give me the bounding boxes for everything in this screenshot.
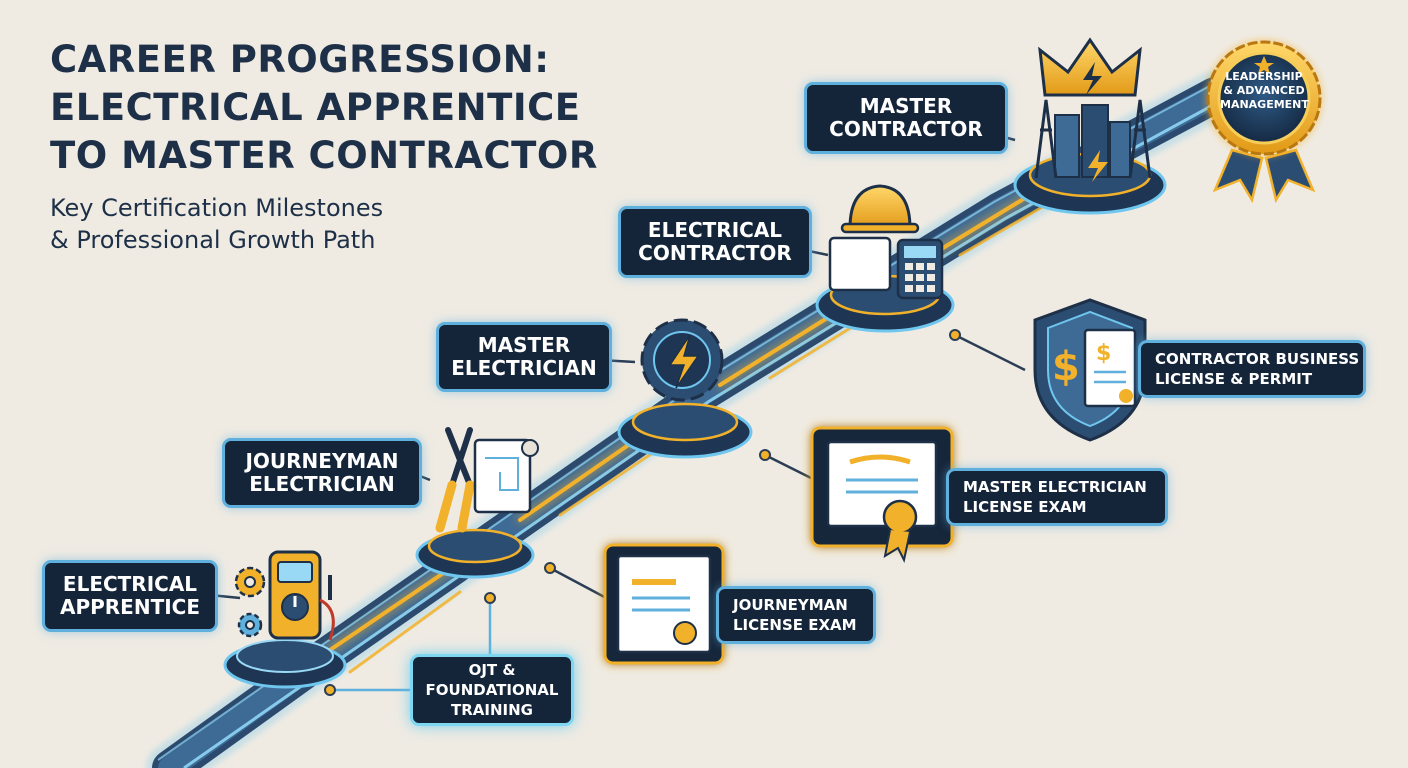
multimeter-icon [268, 550, 335, 641]
certificate-icon [810, 426, 954, 563]
crown-icon [1038, 37, 1142, 97]
pliers-icon [435, 427, 475, 533]
calculator-icon [828, 236, 944, 300]
platform-apprentice [223, 639, 347, 689]
gear-icon [234, 566, 266, 638]
page-title: CAREER PROGRESSION: ELECTRICAL APPRENTIC… [50, 38, 598, 177]
svg-text:$: $ [1096, 341, 1111, 366]
lightning-gear-icon [640, 318, 724, 402]
diploma-icon [603, 543, 725, 665]
ribbon-badge-icon [1204, 38, 1324, 204]
city-power-icon [1034, 99, 1152, 182]
connector-dots [324, 329, 961, 696]
platform-master-electrician [617, 402, 753, 459]
platform-journeyman [415, 528, 535, 579]
shield-dollar-icon: $ $ [1033, 298, 1147, 442]
page-subtitle: Key Certification Milestones & Professio… [50, 194, 384, 254]
hard-hat-icon [840, 184, 920, 234]
svg-text:$: $ [1052, 344, 1080, 390]
blueprint-icon [473, 438, 539, 514]
